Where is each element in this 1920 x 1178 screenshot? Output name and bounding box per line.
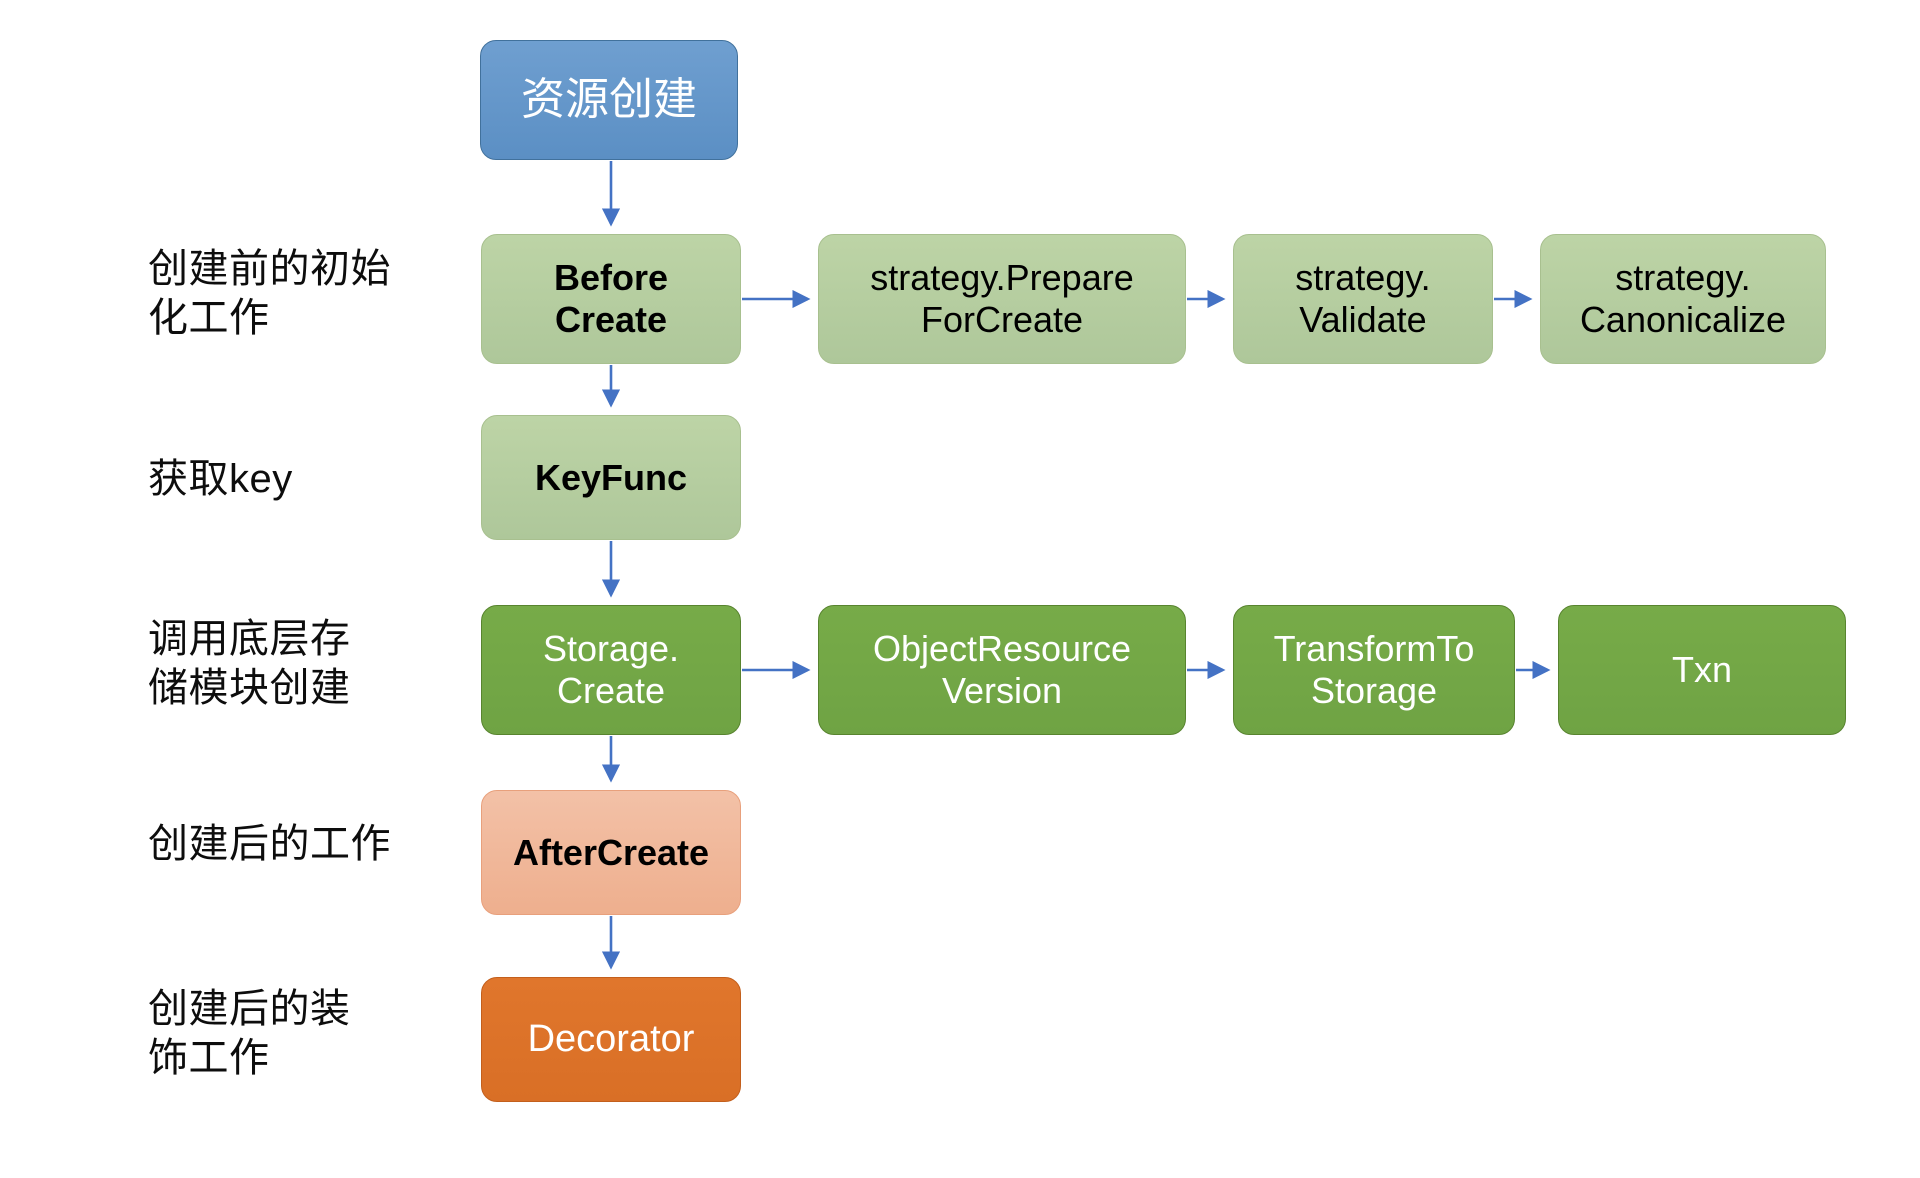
node-strategy-canonicalize[interactable]: strategy. Canonicalize bbox=[1540, 234, 1826, 364]
stage-label-storage-create: 调用底层存 储模块创建 bbox=[148, 617, 351, 710]
node-storage-create[interactable]: Storage. Create bbox=[481, 605, 741, 735]
node-object-resource-version[interactable]: ObjectResource Version bbox=[818, 605, 1186, 735]
stage-label-after-create: 创建后的工作 bbox=[148, 822, 391, 866]
node-keyfunc[interactable]: KeyFunc bbox=[481, 415, 741, 540]
node-transform-to-storage[interactable]: TransformTo Storage bbox=[1233, 605, 1515, 735]
node-strategy-validate[interactable]: strategy. Validate bbox=[1233, 234, 1493, 364]
stage-label-keyfunc: 获取key bbox=[148, 457, 293, 501]
stage-label-decorator: 创建后的装 饰工作 bbox=[148, 987, 351, 1080]
node-txn[interactable]: Txn bbox=[1558, 605, 1846, 735]
stage-label-before-create: 创建前的初始 化工作 bbox=[148, 247, 391, 340]
node-after-create[interactable]: AfterCreate bbox=[481, 790, 741, 915]
node-decorator[interactable]: Decorator bbox=[481, 977, 741, 1102]
node-before-create[interactable]: Before Create bbox=[481, 234, 741, 364]
node-strategy-prepare-for-create[interactable]: strategy.Prepare ForCreate bbox=[818, 234, 1186, 364]
node-resource-create[interactable]: 资源创建 bbox=[480, 40, 738, 160]
